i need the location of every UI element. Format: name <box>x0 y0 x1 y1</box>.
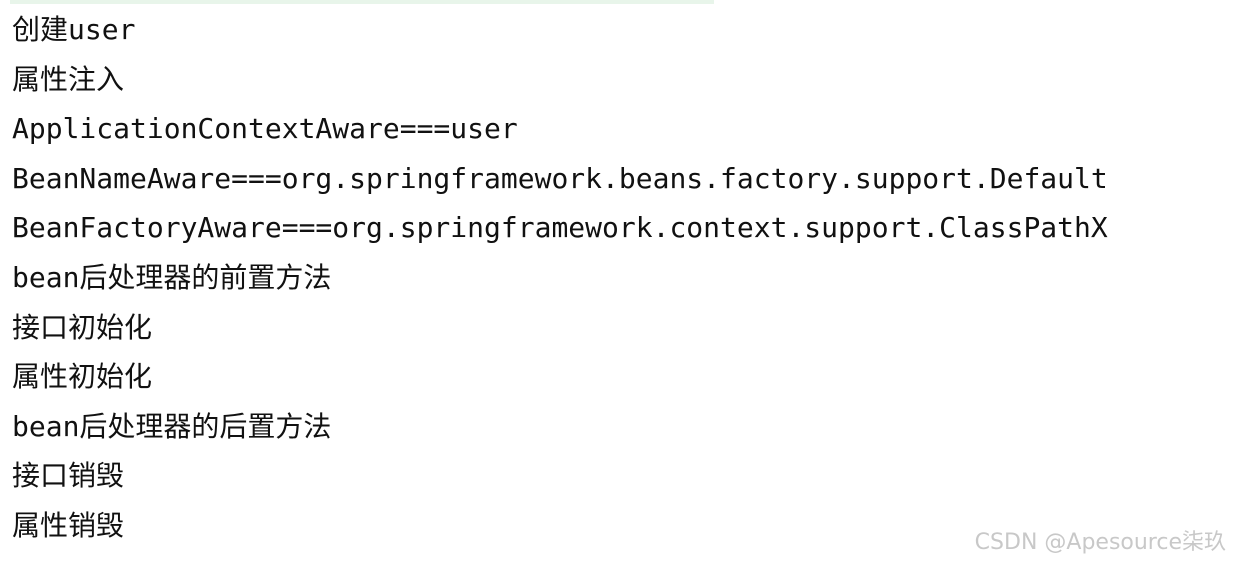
csdn-watermark: CSDN @Apesource柒玖 <box>974 530 1226 555</box>
console-line-5: BeanFactoryAware===org.springframework.c… <box>12 211 1108 245</box>
console-line-6: bean后处理器的前置方法 <box>12 260 332 294</box>
console-line-3: ApplicationContextAware===user <box>12 112 518 146</box>
console-output[interactable]: 创建user 属性注入 ApplicationContextAware===us… <box>12 10 1234 564</box>
console-line-1: 创建user <box>12 13 136 46</box>
top-accent-bar <box>10 0 714 4</box>
console-line-8: 属性初始化 <box>12 360 153 394</box>
console-line-9: bean后处理器的后置方法 <box>12 409 332 443</box>
console-line-7: 接口初始化 <box>12 310 153 344</box>
console-line-4: BeanNameAware===org.springframework.bean… <box>12 161 1108 195</box>
console-line-2: 属性注入 <box>12 62 125 96</box>
console-line-11: 属性销毁 <box>12 508 125 542</box>
console-line-10: 接口销毁 <box>12 459 125 493</box>
